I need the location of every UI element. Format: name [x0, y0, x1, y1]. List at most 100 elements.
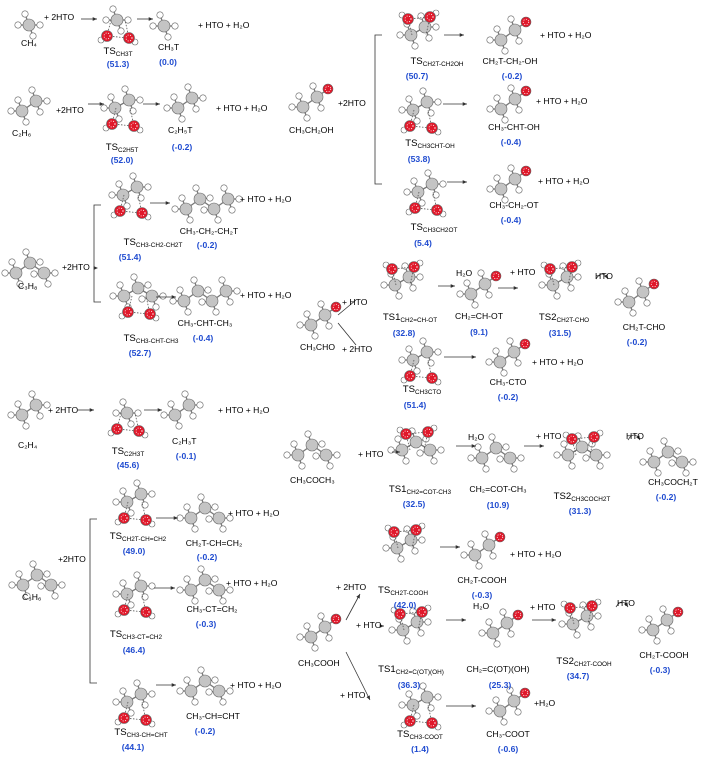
hydrogen-atom	[167, 400, 175, 408]
ts-energy: (52.0)	[110, 155, 134, 165]
oxygen-atom	[586, 600, 598, 612]
hydrogen-atom	[115, 180, 123, 188]
hydrogen-atom	[133, 479, 141, 487]
hydrogen-atom	[587, 623, 595, 631]
product-energy: (-0.3)	[649, 665, 671, 675]
step-label: HTO	[595, 271, 613, 281]
molecule-ts-ch3-ch=cht	[112, 679, 156, 728]
hydrogen-atom	[621, 287, 629, 295]
ts1-label: TS1CH2=CH-OT	[382, 312, 438, 324]
hydrogen-atom	[176, 687, 184, 695]
carbon-atom	[168, 408, 182, 422]
hydrogen-atom	[507, 84, 515, 92]
molecule-ts1-ch2=c(ot)(oh)	[388, 604, 432, 645]
hydrogen-atom	[394, 435, 402, 443]
hydrogen-atom	[184, 308, 192, 316]
hydrogen-atom	[196, 401, 204, 409]
hydrogen-atom	[325, 634, 333, 642]
hydrogen-atom	[200, 206, 208, 214]
oxygen-atom	[400, 428, 412, 440]
product-label: CH₂T-CH₂-OH	[482, 56, 538, 66]
hydrogen-atom	[517, 454, 525, 462]
carbon-atom	[418, 20, 432, 34]
carbon-atom	[120, 587, 134, 601]
hydrogen-atom	[567, 284, 575, 292]
hydrogen-atom	[659, 605, 667, 613]
oxygen-shading	[650, 280, 658, 288]
oxygen-shading	[120, 714, 128, 722]
hydrogen-atom	[430, 457, 438, 465]
molecule-acetone	[283, 430, 341, 470]
product-energy: (-0.2)	[194, 726, 216, 736]
oxygen-atom	[490, 270, 502, 282]
hydrogen-atom	[403, 188, 411, 196]
hydrogen-atom	[296, 633, 304, 641]
hydrogen-atom	[419, 337, 427, 345]
hydrogen-atom	[205, 515, 213, 523]
carbon-atom	[507, 694, 521, 708]
carbon-atom	[508, 172, 522, 186]
oxygen-shading	[138, 209, 146, 217]
hydrogen-atom	[501, 47, 509, 55]
hydrogen-atom	[133, 571, 141, 579]
ts-energy: (46.4)	[122, 645, 146, 655]
ts-energy: (50.7)	[405, 71, 429, 81]
oxygen-shading	[406, 122, 414, 130]
hydrogen-atom	[184, 83, 192, 91]
molecule-ch3-cht-oh	[486, 84, 532, 124]
hydrogen-atom	[499, 608, 507, 616]
hydrogen-atom	[290, 440, 298, 448]
oxygen-atom	[494, 531, 506, 543]
oxygen-atom	[140, 606, 152, 618]
hydrogen-atom	[413, 117, 421, 125]
ts-label: TSCH3-CT=CH2	[109, 629, 163, 641]
hydrogen-atom	[427, 704, 435, 712]
hydrogen-atom	[171, 22, 179, 30]
oxygen-shading	[428, 719, 436, 727]
oxygen-atom	[122, 306, 134, 318]
hydrogen-atom	[134, 409, 142, 417]
hydrogen-atom	[502, 443, 510, 451]
carbon-atom	[660, 613, 674, 627]
hydrogen-atom	[317, 300, 325, 308]
ts1-energy: (32.8)	[392, 328, 416, 338]
carbon-atom	[198, 501, 212, 515]
oxygen-shading	[514, 611, 522, 619]
hydrogen-atom	[515, 186, 523, 194]
reagent-hto: + HTO	[356, 620, 382, 630]
carbon-atom	[493, 355, 507, 369]
hydrogen-atom	[119, 687, 127, 695]
carbon-atom	[580, 609, 594, 623]
oxygen-shading	[402, 430, 410, 438]
oxygen-shading	[428, 124, 436, 132]
oxygen-shading	[521, 689, 529, 697]
byproducts: + HTO + H₂O	[216, 103, 268, 113]
molecule-ch2t-ch2oh	[486, 15, 532, 55]
hydrogen-atom	[467, 454, 475, 462]
ts-label: TSCH3-CH2-CH2T	[123, 237, 183, 249]
oxygen-shading	[324, 85, 332, 93]
step-label: H₂O	[473, 601, 490, 611]
oxygen-shading	[418, 608, 426, 616]
hydrogen-atom	[413, 367, 421, 375]
hydrogen-atom	[164, 33, 172, 41]
product-energy: (-0.3)	[195, 619, 217, 629]
oxygen-atom	[520, 85, 532, 97]
carbon-atom	[425, 177, 439, 191]
intermediate-energy: (9.1)	[470, 327, 488, 337]
hydrogen-atom	[434, 98, 442, 106]
hydrogen-atom	[192, 184, 200, 192]
carbon-atom	[560, 270, 574, 284]
carbon-atom	[15, 408, 29, 422]
oxygen-shading	[390, 528, 398, 536]
hydrogen-atom	[485, 707, 493, 715]
oxygen-shading	[406, 372, 414, 380]
ts1-energy: (32.5)	[402, 499, 426, 509]
reaction-arrow	[345, 651, 371, 701]
oxygen-atom	[330, 613, 342, 625]
hydrogen-atom	[510, 465, 518, 473]
carbon-atom	[468, 548, 482, 562]
carbon-atom	[396, 623, 410, 637]
oxygen-shading	[396, 610, 404, 618]
hydrogen-atom	[29, 560, 37, 568]
